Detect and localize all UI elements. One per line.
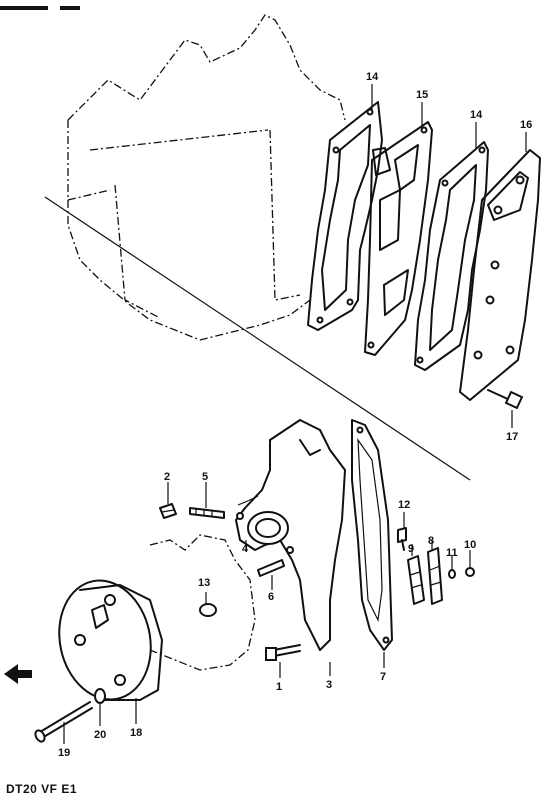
bolt-19 xyxy=(34,701,93,743)
label-5: 5 xyxy=(202,471,208,483)
label-20: 20 xyxy=(94,729,106,741)
label-14a: 14 xyxy=(366,71,379,83)
reed-stopper-8 xyxy=(427,547,443,605)
end-cover-18 xyxy=(58,579,163,701)
label-2: 2 xyxy=(164,471,170,483)
leader-line xyxy=(44,196,471,481)
seal-13 xyxy=(199,603,217,617)
label-12: 12 xyxy=(398,499,410,511)
forward-arrow-icon xyxy=(4,664,32,684)
label-14b: 14 xyxy=(470,109,483,121)
label-leaders xyxy=(63,84,527,744)
screw-12 xyxy=(397,527,407,551)
label-6: 6 xyxy=(268,591,274,603)
part-number-labels: 14 15 14 16 17 2 5 4 6 13 12 9 8 11 10 3… xyxy=(58,71,532,759)
label-4: 4 xyxy=(242,543,249,555)
reed-valve-9 xyxy=(407,555,425,605)
label-17: 17 xyxy=(506,431,518,443)
gasket-14-right xyxy=(414,141,489,371)
nut-2 xyxy=(159,503,177,519)
label-9: 9 xyxy=(408,543,414,555)
cover-16 xyxy=(459,149,541,401)
stud-5 xyxy=(189,507,225,519)
diagram-caption: DT20 VF E1 xyxy=(6,782,78,796)
gasket-14-left xyxy=(307,101,383,331)
washer-20 xyxy=(94,688,106,704)
label-11: 11 xyxy=(446,547,458,559)
label-8: 8 xyxy=(428,535,434,547)
stud-6 xyxy=(257,559,285,577)
label-16: 16 xyxy=(520,119,532,131)
bolt-1 xyxy=(265,644,301,661)
label-18: 18 xyxy=(130,727,142,739)
intake-manifold-4 xyxy=(235,419,346,651)
bolt-17 xyxy=(487,389,524,410)
label-7: 7 xyxy=(380,671,386,683)
crankcase-outline xyxy=(149,534,256,671)
reed-plate-15 xyxy=(364,121,433,356)
label-15: 15 xyxy=(416,89,428,101)
label-10: 10 xyxy=(464,539,476,551)
label-1: 1 xyxy=(276,681,282,693)
label-13: 13 xyxy=(198,577,210,589)
washer-11 xyxy=(448,569,456,579)
label-3: 3 xyxy=(326,679,332,691)
nut-10 xyxy=(465,567,475,577)
engine-block-outline xyxy=(67,14,346,341)
label-19: 19 xyxy=(58,747,70,759)
gasket-7 xyxy=(351,419,393,651)
